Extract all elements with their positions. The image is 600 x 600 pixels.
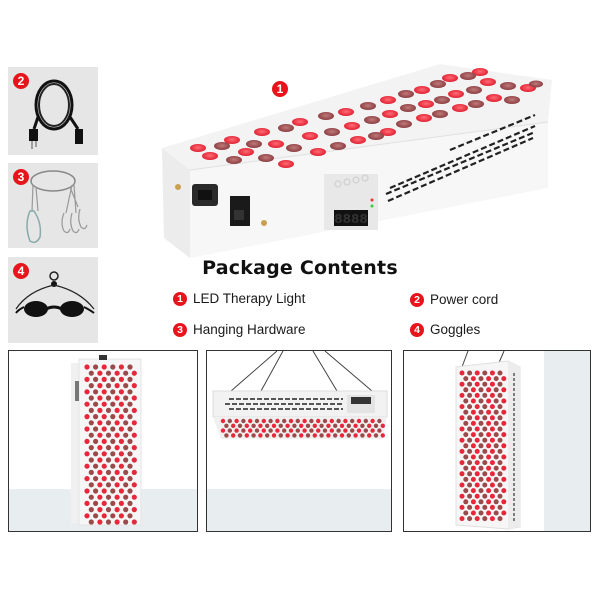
panel-standing-vertical	[8, 350, 198, 532]
power-cord-icon	[29, 79, 83, 149]
thumbnail-goggles: 4	[8, 257, 98, 343]
panel-hanging-vertical	[403, 350, 591, 532]
legend-label: Power cord	[430, 292, 499, 307]
item-badge: 1	[173, 291, 187, 306]
horizontal-led-panel-image	[212, 351, 388, 439]
floor	[207, 489, 391, 531]
item-badge: 3	[13, 169, 29, 185]
item-badge: 2	[410, 292, 424, 307]
thumbnail-hanging-hardware: 3	[8, 163, 98, 248]
wall	[544, 351, 590, 531]
panel-hanging-horizontal	[206, 350, 392, 532]
item-badge: 3	[173, 322, 187, 337]
svg-text:8888: 8888	[334, 212, 368, 228]
goggles-icon	[15, 271, 95, 317]
thumbnail-power-cord: 2	[8, 67, 98, 155]
legend-label: Goggles	[430, 322, 481, 337]
legend-item-goggles: 4 Goggles	[410, 322, 480, 337]
led-array	[190, 68, 543, 168]
item-badge: 4	[13, 263, 29, 279]
page-title: Package Contents	[202, 257, 398, 279]
item-badge: 2	[13, 73, 29, 89]
hanging-vertical-led-panel-image	[455, 351, 521, 530]
legend-item-led-therapy-light: 1 LED Therapy Light	[173, 291, 305, 306]
item-badge: 4	[410, 322, 424, 337]
vertical-led-panel-image	[71, 355, 142, 526]
legend-label: LED Therapy Light	[193, 291, 306, 306]
legend-item-hanging-hardware: 3 Hanging Hardware	[173, 322, 306, 337]
led-panel-image: 8888	[162, 64, 552, 258]
legend-item-power-cord: 2 Power cord	[410, 292, 498, 307]
legend-label: Hanging Hardware	[193, 322, 306, 337]
item-badge: 1	[272, 81, 288, 97]
vent-slots	[385, 113, 536, 203]
hero-led-therapy-light: 8888 1	[150, 60, 590, 260]
hanging-hardware-icon	[26, 170, 88, 244]
